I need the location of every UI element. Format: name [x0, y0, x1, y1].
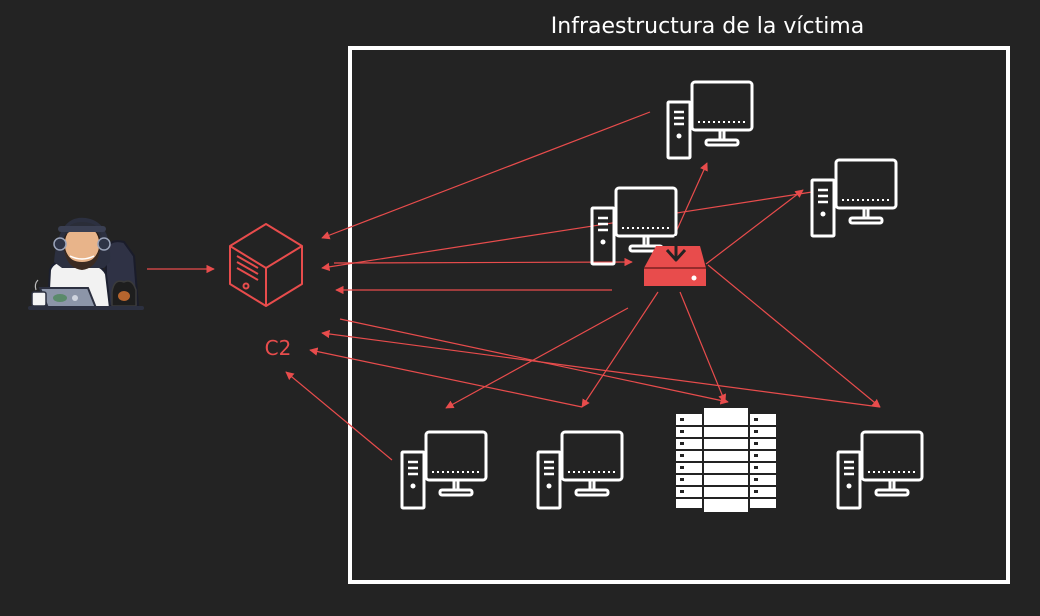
arrow-storage-to-server-rack: [679, 291, 727, 403]
desktop-computer-icon: [536, 430, 624, 510]
server-rack-icon: [676, 408, 776, 512]
arrow-storage-to-pc-right: [705, 189, 804, 265]
desktop-computer-icon: [836, 430, 924, 510]
desktop-computer-icon: [400, 430, 488, 510]
arrow-pc-bottom-1-to-c2: [285, 371, 393, 461]
desktop-computer-icon: [810, 158, 898, 238]
c2-label: C2: [264, 336, 292, 360]
victim-infrastructure-frame: [348, 46, 1010, 584]
victim-infrastructure-title: Infraestructura de la víctima: [550, 14, 865, 39]
c2-server-icon: [229, 223, 303, 307]
connection-arrows: [147, 111, 881, 461]
hacker-avatar-icon: [28, 217, 144, 310]
arrow-storage-to-pc-top: [675, 162, 708, 233]
arrow-storage-to-pc-bottom-2: [581, 291, 659, 408]
hard-drive-download-icon: [644, 236, 706, 286]
arrow-c2-to-server-rack: [339, 318, 729, 405]
arrow-pc-right-to-c2: [321, 191, 813, 271]
desktop-computer-icon: [666, 80, 754, 160]
arrow-c2-to-storage: [333, 257, 633, 267]
arrow-pc-bottom-2-to-c2: [309, 347, 583, 408]
arrow-pc-top-to-c2: [321, 111, 651, 240]
arrow-storage-to-pc-bottom-4: [707, 264, 881, 408]
arrow-storage-to-pc-bottom-1: [445, 307, 629, 409]
arrow-pc-bottom-4-to-c2: [321, 329, 881, 408]
